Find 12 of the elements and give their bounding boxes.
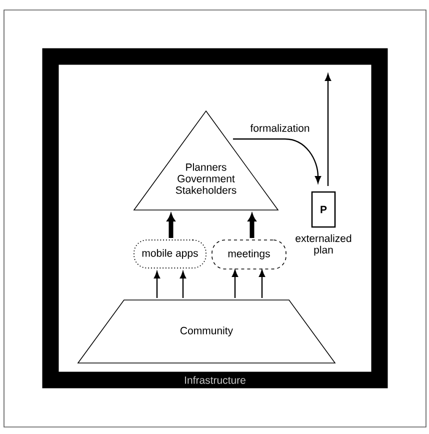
thick-arrow (167, 214, 175, 238)
arrow (154, 271, 160, 298)
arrow (324, 74, 332, 186)
caption-text: externalized plan (296, 234, 352, 256)
dashed-bubble: meetings (212, 240, 286, 270)
plan-box: P (311, 191, 336, 228)
thick-arrow (248, 214, 256, 238)
arrow (232, 270, 238, 298)
curved-arrow (233, 138, 322, 184)
dotted-bubble: mobile apps (134, 240, 206, 268)
arrow (180, 271, 186, 298)
arrow (258, 270, 266, 298)
